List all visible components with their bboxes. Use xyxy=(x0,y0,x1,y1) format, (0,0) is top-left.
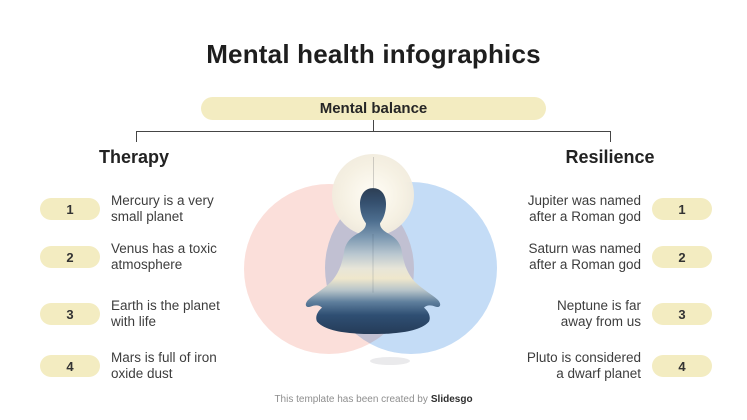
connector-tick-left xyxy=(136,131,137,142)
connector-stub xyxy=(373,120,374,132)
item-text-line: Earth is the planet xyxy=(111,298,220,313)
item-text: Saturn was named after a Roman god xyxy=(528,241,641,273)
number-label: 4 xyxy=(678,358,686,374)
list-item: 2 Venus has a toxic atmosphere xyxy=(40,240,272,274)
item-text: Jupiter was named after a Roman god xyxy=(528,193,641,225)
connector-tick-right xyxy=(610,131,611,142)
footer-credit-text: This template has been created by xyxy=(274,394,428,405)
item-text-line: oxide dust xyxy=(111,366,173,381)
number-badge: 3 xyxy=(652,303,712,325)
number-label: 3 xyxy=(66,306,74,322)
list-item: 4 Mars is full of iron oxide dust xyxy=(40,349,272,383)
number-badge: 2 xyxy=(40,246,100,268)
number-badge: 2 xyxy=(652,246,712,268)
number-badge: 3 xyxy=(40,303,100,325)
item-text-line: after a Roman god xyxy=(529,257,641,272)
item-text: Mars is full of iron oxide dust xyxy=(111,350,217,382)
page-title: Mental health infographics xyxy=(206,39,541,69)
item-text-line: Neptune is far xyxy=(556,298,641,313)
mental-balance-label: Mental balance xyxy=(319,100,428,117)
connector-horizontal xyxy=(136,131,611,132)
item-text-line: away from us xyxy=(560,314,641,329)
number-label: 2 xyxy=(66,249,74,265)
footer-brand: Slidesgo xyxy=(430,394,473,405)
item-text-line: Pluto is considered xyxy=(526,350,641,365)
number-label: 4 xyxy=(66,358,74,374)
item-text: Neptune is far away from us xyxy=(557,298,641,330)
item-text-line: a dwarf planet xyxy=(556,366,641,381)
item-text: Venus has a toxic atmosphere xyxy=(111,241,217,273)
item-text-line: Mars is full of iron xyxy=(111,350,217,365)
list-item: Jupiter was named after a Roman god 1 xyxy=(480,192,712,226)
meridian-line xyxy=(373,157,374,199)
number-label: 1 xyxy=(678,201,686,217)
figure-base-shadow xyxy=(370,357,410,365)
list-item: 3 Earth is the planet with life xyxy=(40,297,272,331)
meditating-person-icon xyxy=(305,188,441,334)
list-item: Neptune is far away from us 3 xyxy=(480,297,712,331)
number-badge: 1 xyxy=(40,198,100,220)
item-text-line: atmosphere xyxy=(111,257,183,272)
list-item: Pluto is considered a dwarf planet 4 xyxy=(480,349,712,383)
number-label: 3 xyxy=(678,306,686,322)
item-text-line: Saturn was named xyxy=(528,241,641,256)
list-item: 1 Mercury is a very small planet xyxy=(40,192,272,226)
item-text-line: Mercury is a very xyxy=(111,193,214,208)
item-text: Earth is the planet with life xyxy=(111,298,220,330)
item-text-line: small planet xyxy=(111,209,184,224)
item-text-line: with life xyxy=(111,314,157,329)
number-label: 1 xyxy=(66,201,74,217)
item-text: Pluto is considered a dwarf planet xyxy=(527,350,641,382)
item-text-line: Jupiter was named xyxy=(527,193,641,208)
item-text-line: Venus has a toxic xyxy=(111,241,217,256)
number-badge: 4 xyxy=(652,355,712,377)
list-item: Saturn was named after a Roman god 2 xyxy=(480,240,712,274)
number-badge: 1 xyxy=(652,198,712,220)
number-badge: 4 xyxy=(40,355,100,377)
mental-balance-node: Mental balance xyxy=(201,97,546,120)
column-heading-resilience: Resilience xyxy=(565,147,655,167)
item-text-line: after a Roman god xyxy=(529,209,641,224)
column-heading-therapy: Therapy xyxy=(98,147,170,167)
item-text: Mercury is a very small planet xyxy=(111,193,214,225)
number-label: 2 xyxy=(678,249,686,265)
